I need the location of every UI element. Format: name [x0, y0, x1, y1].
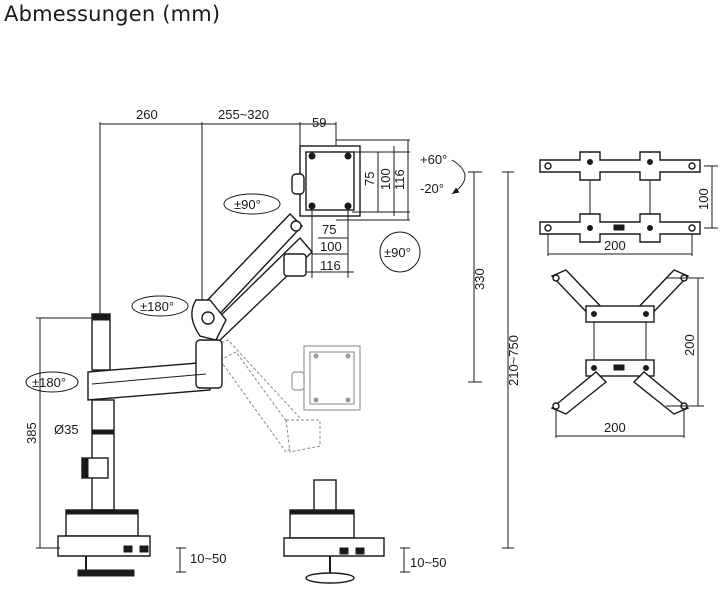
dim-plate-1-width: 200	[604, 238, 626, 253]
dim-vesa-h-75: 75	[322, 222, 336, 237]
clamp-range-2: 10~50	[400, 547, 447, 573]
dim-vesa-v-75: 75	[362, 172, 377, 186]
dim-arm-length-1: 260	[136, 107, 158, 122]
dim-head-depth: 59	[312, 115, 326, 130]
dim-arm-length-2: 255~320	[218, 107, 269, 122]
dim-swivel-head: ±90°	[234, 197, 261, 212]
vesa-head: 75 100 116 75 100 116	[291, 139, 410, 278]
adapter-plate-1: 100 200	[539, 151, 718, 256]
height-dimensions: 330 210~750	[468, 171, 521, 549]
dim-clamp-range-1: 10~50	[190, 551, 227, 566]
dim-vesa-v-116: 116	[392, 169, 407, 190]
dim-tilt-up: +60°	[420, 152, 447, 167]
dim-clamp-range-2: 10~50	[410, 555, 447, 570]
dim-vesa-v-100: 100	[378, 168, 393, 190]
dim-vesa-h-100: 100	[320, 239, 342, 254]
pole-assembly	[57, 313, 223, 577]
swivel-base-indicator: ±180°	[25, 371, 79, 393]
dim-tilt-down: -20°	[420, 181, 444, 196]
pole-dimensions: 385 Ø35	[24, 317, 100, 549]
dim-rotation: ±90°	[384, 245, 411, 260]
tilt-indicator: +60° -20°	[420, 152, 466, 196]
dim-plate-1-height: 100	[696, 188, 711, 210]
dim-swivel-mid: ±180°	[140, 299, 174, 314]
top-dimensions: 260 255~320 59	[99, 107, 337, 320]
page-title: Abmessungen (mm)	[4, 2, 221, 26]
dim-pole-diameter: Ø35	[54, 422, 79, 437]
dim-vesa-h-116: 116	[320, 258, 341, 273]
dim-plate-2-width: 200	[604, 420, 626, 435]
rotation-indicator: ±90°	[379, 231, 421, 273]
swivel-mid-indicator: ±180°	[131, 295, 189, 317]
swivel-head-indicator: ±90°	[223, 193, 281, 215]
dim-swivel-base: ±180°	[32, 375, 66, 390]
clamp-range-1: 10~50	[176, 547, 227, 573]
dim-height-range: 210~750	[506, 335, 521, 386]
dim-plate-2-height: 200	[682, 334, 697, 356]
dim-height-330: 330	[472, 268, 487, 290]
ghost-arm	[211, 339, 361, 453]
dim-pole-height: 385	[24, 422, 39, 444]
adapter-plate-2: 200 200	[550, 269, 704, 438]
grommet-base	[283, 479, 385, 584]
main-arm	[191, 212, 313, 343]
